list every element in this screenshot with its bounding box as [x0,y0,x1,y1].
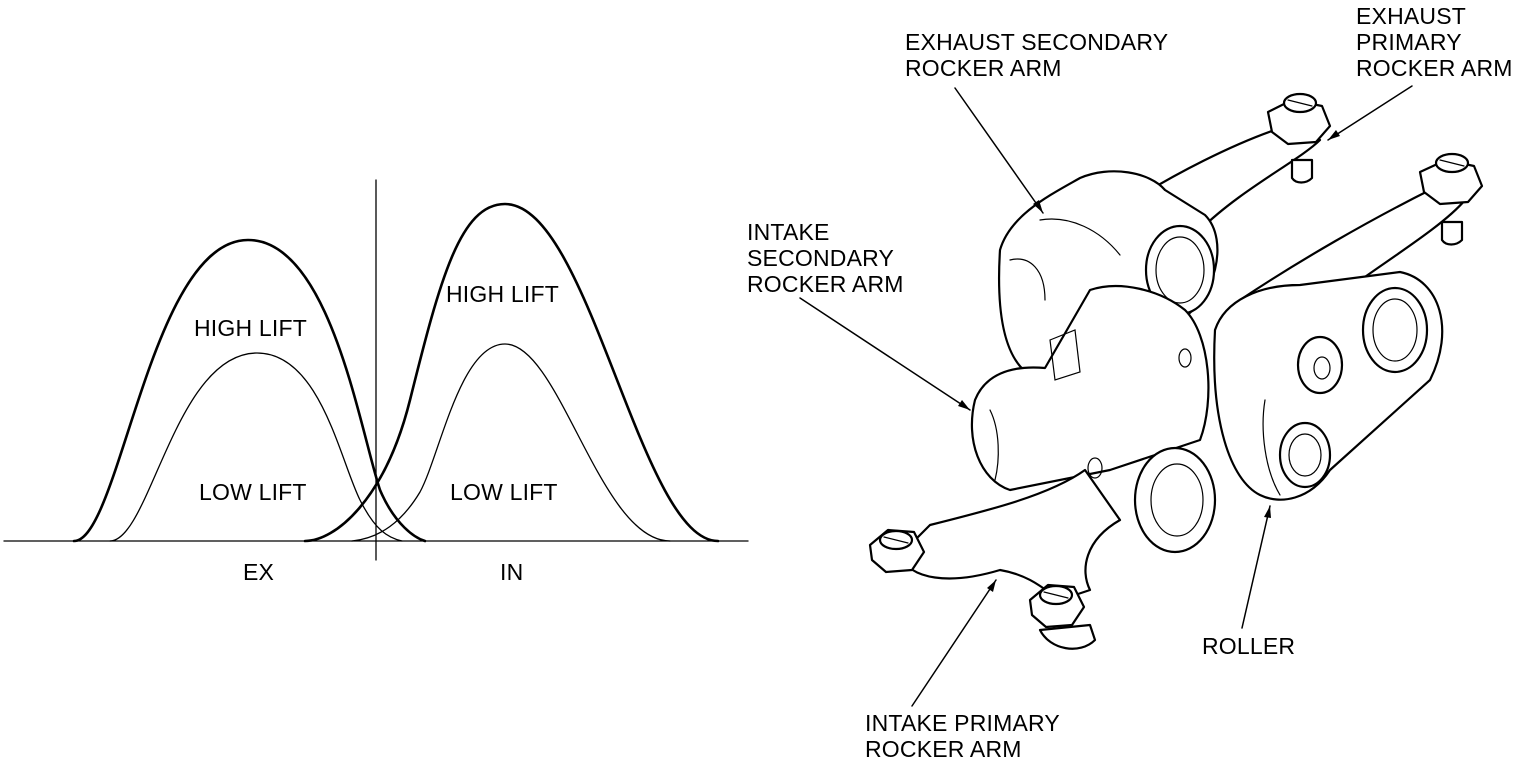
in-axis-label: IN [500,559,523,585]
valve-lift-chart: HIGH LIFT LOW LIFT HIGH LIFT LOW LIFT EX… [3,179,749,585]
intake-primary-label: INTAKE PRIMARY ROCKER ARM [865,710,1066,762]
ex-high-lift-label: HIGH LIFT [194,315,307,341]
in-low-lift-label: LOW LIFT [450,479,558,505]
in-high-lift-curve [303,202,720,543]
ex-axis-label: EX [243,559,274,585]
exhaust-secondary-label: EXHAUST SECONDARY ROCKER ARM [905,29,1174,81]
roller-label: ROLLER [1202,633,1295,659]
ex-high-lift-curve [72,238,427,543]
rocker-arm-assembly: EXHAUST SECONDARY ROCKER ARM EXHAUST PRI… [747,3,1513,762]
in-high-lift-label: HIGH LIFT [446,281,559,307]
intake-primary-rocker-arm [868,446,1217,650]
roller-rocker-body [1213,270,1444,501]
exhaust-secondary-rocker-body [997,170,1219,382]
exhaust-primary-label: EXHAUST PRIMARY ROCKER ARM [1356,3,1513,81]
ex-low-lift-label: LOW LIFT [199,479,307,505]
in-low-lift-curve [351,343,671,542]
leader-lines [799,85,1413,707]
intake-secondary-label: INTAKE SECONDARY ROCKER ARM [747,219,904,297]
intake-secondary-rocker-arm [970,284,1210,492]
ex-low-lift-curve [109,352,403,542]
